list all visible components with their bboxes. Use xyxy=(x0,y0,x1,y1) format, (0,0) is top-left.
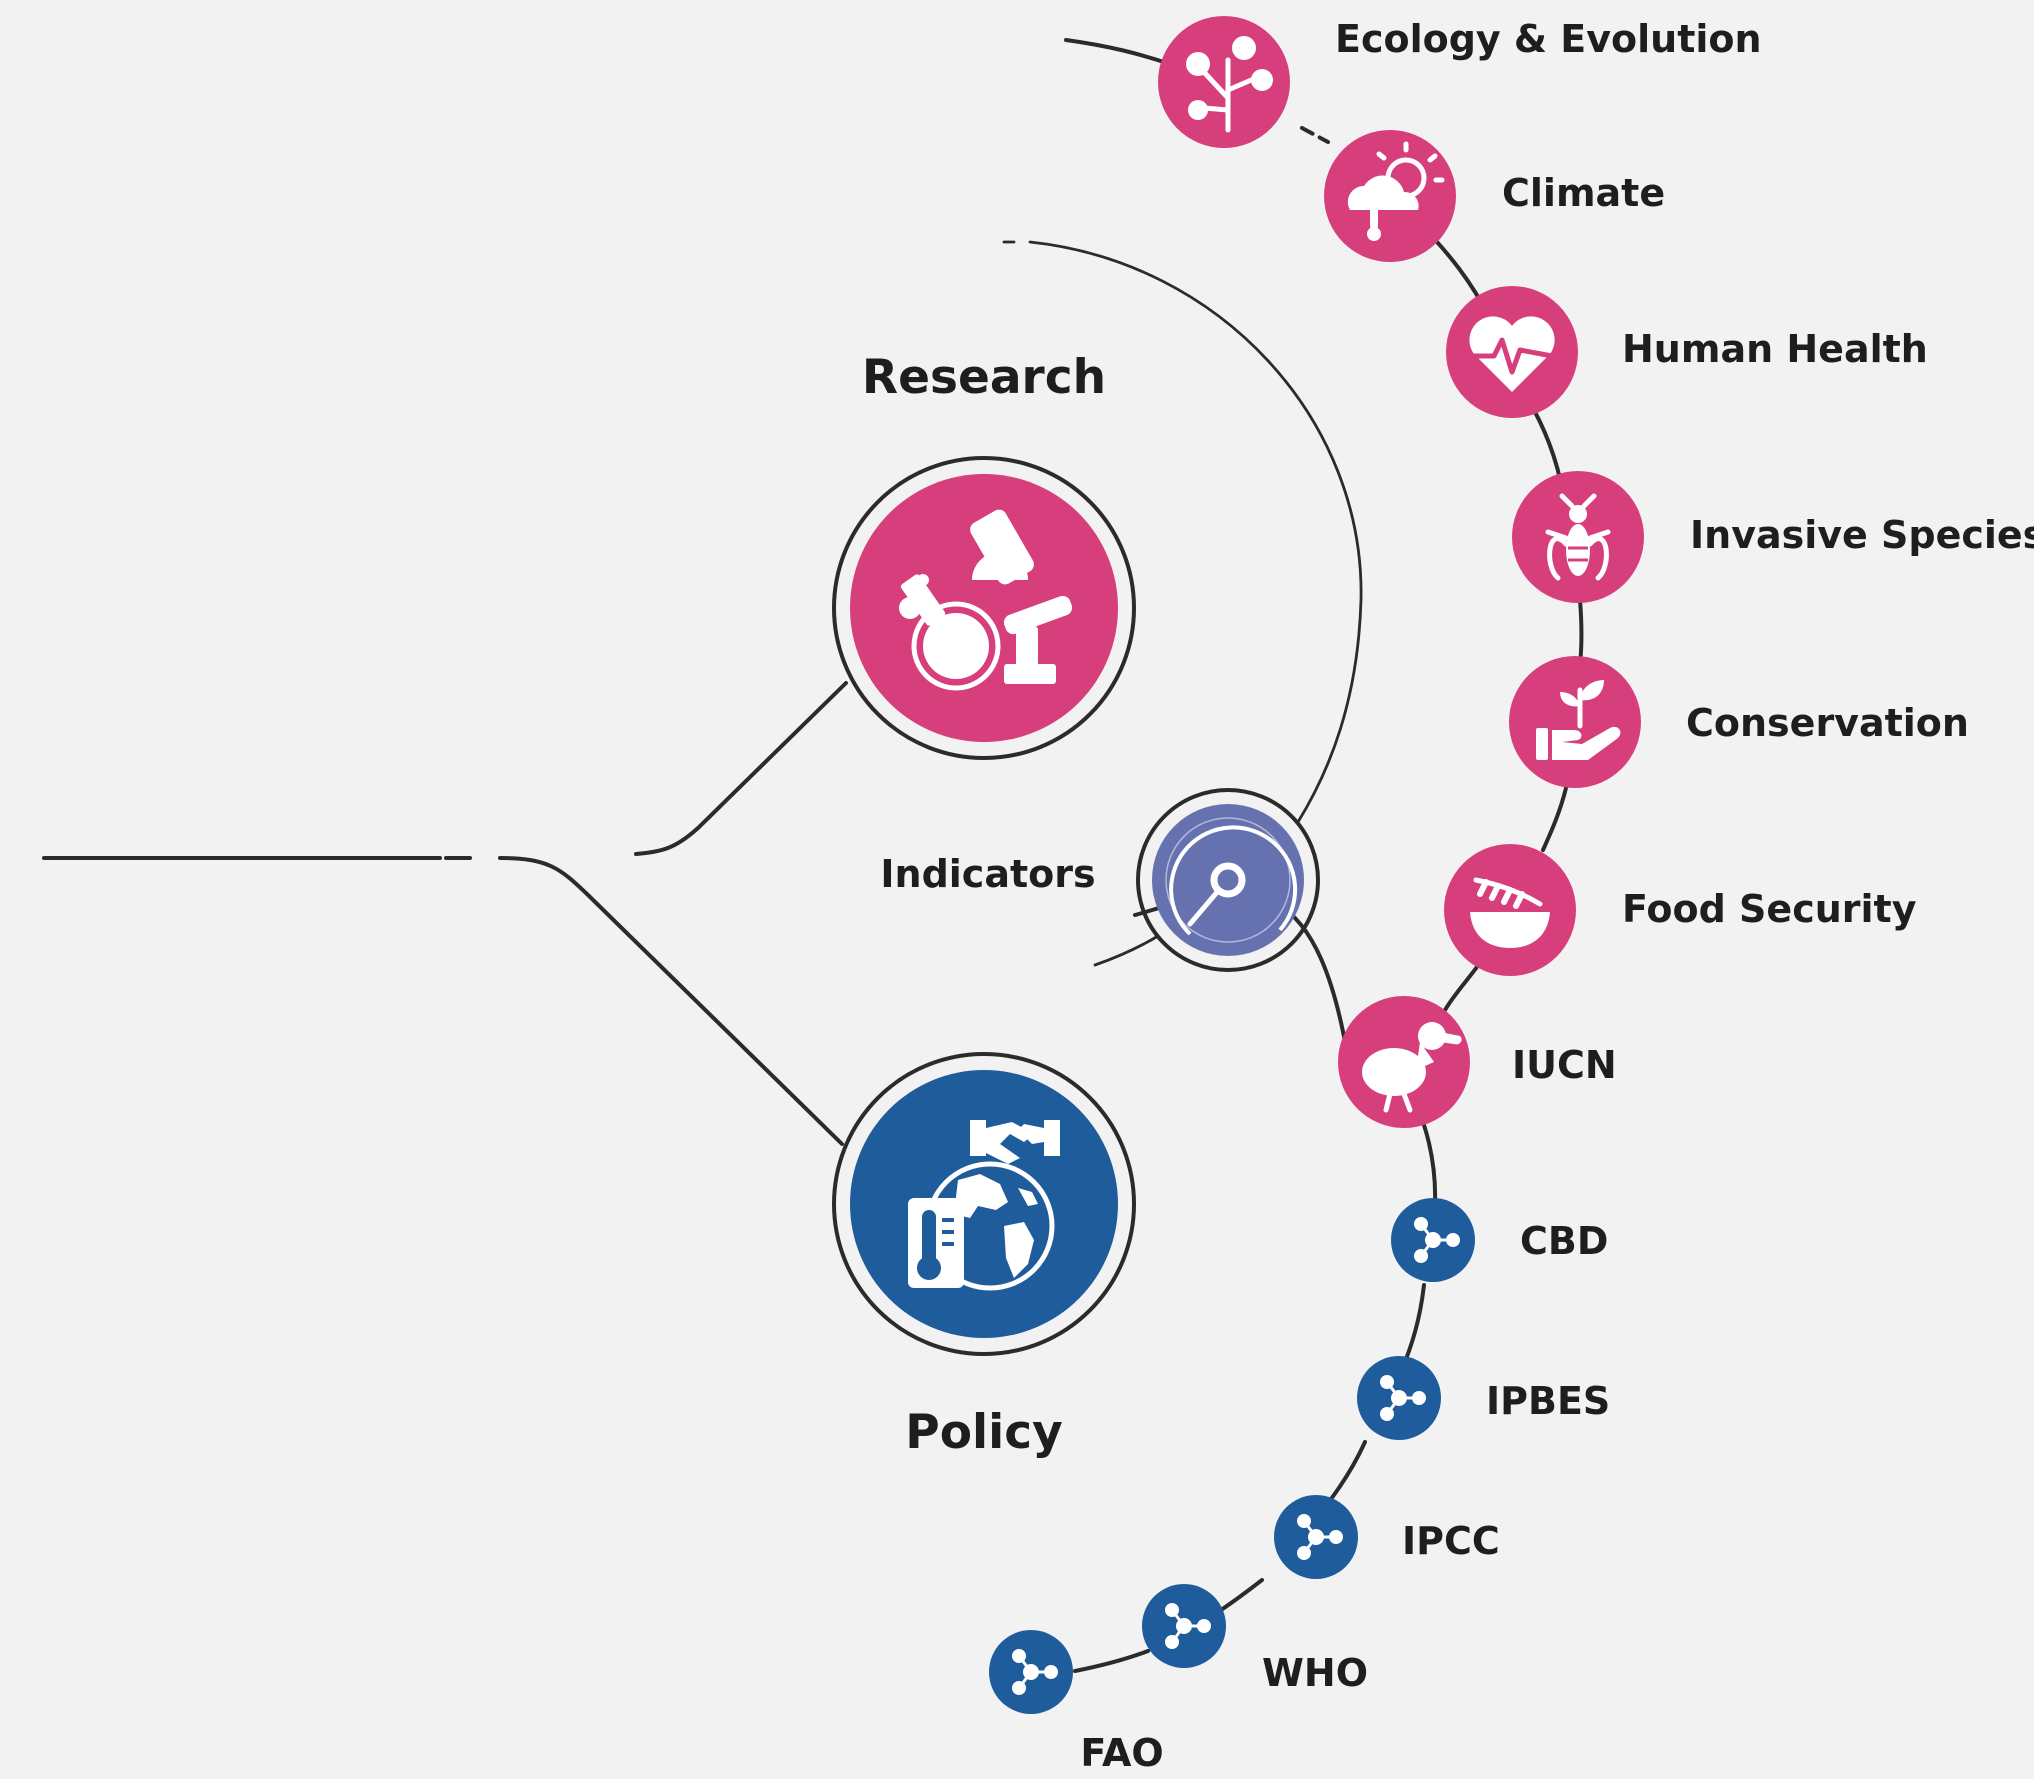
policy-body-label: IPCC xyxy=(1402,1519,1500,1563)
indicators-hub[interactable] xyxy=(1136,788,1320,972)
research-hub-circle xyxy=(850,474,1118,742)
topic-label: Climate xyxy=(1502,171,1665,215)
policy-body-node[interactable]: WHO xyxy=(1142,1584,1368,1695)
research-topic-node[interactable]: Invasive Species xyxy=(1512,471,2034,603)
policy-hub[interactable] xyxy=(832,1052,1136,1356)
heart-pulse-icon xyxy=(1469,316,1555,392)
network-icon xyxy=(1297,1514,1343,1560)
policy-body-node[interactable]: CBD xyxy=(1391,1198,1608,1282)
network-icon xyxy=(1165,1603,1211,1649)
policy-body-label: FAO xyxy=(1080,1731,1163,1775)
ecology-tree-icon xyxy=(1186,36,1273,133)
policy-body-node[interactable]: IPCC xyxy=(1274,1495,1500,1579)
policy-body-label: IPBES xyxy=(1486,1379,1610,1423)
gauge-icon xyxy=(1165,817,1298,943)
network-icon xyxy=(1414,1217,1460,1263)
insect-icon xyxy=(1545,493,1611,581)
topic-label: Conservation xyxy=(1686,701,1969,745)
research-topic-list: Ecology & Evolution Climate Human Health xyxy=(1158,16,2034,1128)
topic-circle xyxy=(1509,656,1641,788)
research-topic-node[interactable]: IUCN xyxy=(1338,996,1617,1128)
topic-label: Food Security xyxy=(1622,887,1917,931)
policy-body-node[interactable]: IPBES xyxy=(1357,1356,1610,1440)
policy-body-node[interactable]: FAO xyxy=(989,1630,1164,1775)
research-topic-node[interactable]: Human Health xyxy=(1446,286,1928,418)
research-lab-icon xyxy=(899,509,1073,691)
research-topic-node[interactable]: Conservation xyxy=(1509,656,1969,788)
indicators-hub-circle xyxy=(1152,804,1304,956)
policy-body-label: CBD xyxy=(1520,1219,1608,1263)
topic-label: Ecology & Evolution xyxy=(1335,17,1762,61)
connector-lines xyxy=(42,38,1584,1673)
indicators-hub-label: Indicators xyxy=(880,852,1095,896)
policy-body-label: WHO xyxy=(1262,1651,1368,1695)
climate-weather-icon xyxy=(1347,141,1445,241)
network-icon xyxy=(1380,1375,1426,1421)
topic-label: Human Health xyxy=(1622,327,1928,371)
dodo-bird-icon xyxy=(1362,1022,1462,1113)
hand-sprout-icon xyxy=(1536,680,1621,760)
topic-label: IUCN xyxy=(1512,1043,1617,1087)
policy-body-list: CBD IPBES IPCC xyxy=(989,1198,1610,1775)
network-icon xyxy=(1012,1649,1058,1695)
topic-circle xyxy=(1444,844,1576,976)
grain-bowl-icon xyxy=(1470,877,1550,948)
research-hub[interactable] xyxy=(832,456,1136,760)
policy-hub-label: Policy xyxy=(905,1405,1062,1460)
research-topic-node[interactable]: Food Security xyxy=(1444,844,1917,976)
research-hub-label: Research xyxy=(862,350,1106,405)
topic-label: Invasive Species xyxy=(1690,513,2034,557)
research-topic-node[interactable]: Climate xyxy=(1324,130,1665,262)
research-topic-node[interactable]: Ecology & Evolution xyxy=(1158,16,1762,148)
policy-globe-icon xyxy=(908,1120,1060,1291)
